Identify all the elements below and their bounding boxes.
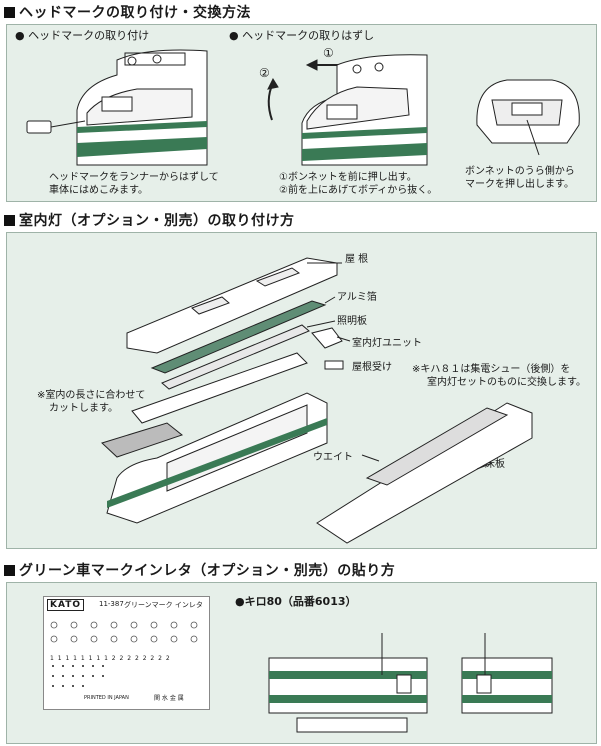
section-title: ヘッドマークの取り付け・交換方法 [19, 5, 251, 21]
interior-light-panel: 屋 根 アルミ箔 照明板 室内灯ユニット 屋根受け ※室内の長さに合わせて カッ… [6, 232, 597, 549]
caption-bonnet-line2: マークを押し出します。 [465, 179, 574, 190]
train-front-remove-illustration [301, 54, 428, 166]
heading-square-icon [4, 214, 15, 226]
headmark-part [26, 120, 86, 134]
label-roof-catch: 屋根受け [352, 362, 392, 373]
section-title: 室内灯（オプション・別売）の取り付け方 [19, 213, 295, 229]
interior-light-exploded-diagram [101, 257, 533, 544]
roof-catch-part [324, 360, 344, 370]
note-cut-line1: ※室内の長さに合わせて [37, 390, 146, 401]
decal-printed-in-japan: PRINTED IN JAPAN [84, 695, 129, 701]
heading-square-icon [4, 564, 15, 576]
caption-bonnet-line1: ボンネットのうら側から [465, 166, 575, 177]
remove-arrows [267, 59, 352, 121]
caption-attach-line1: ヘッドマークをランナーからはずして [49, 172, 219, 183]
subheading-remove: ● ヘッドマークの取りはずし [229, 29, 375, 42]
bonnet-underside-illustration [476, 79, 580, 156]
green-car-side-illustrations [268, 633, 553, 733]
aluminium-foil-part [150, 300, 327, 374]
train-front-attach-illustration [76, 49, 208, 166]
kato-logo: KATO [47, 599, 85, 611]
light-plate-part [161, 324, 310, 390]
decal-number-row: 1 1 1 1 1 1 1 1 2 2 2 2 2 2 2 2 [50, 655, 171, 662]
decal-maker: 関 水 金 属 [154, 695, 184, 702]
section-heading-headmark: ヘッドマークの取り付け・交換方法 [4, 2, 251, 22]
caption-remove-line1: ①ボンネットを前に押し出す。 [279, 172, 417, 183]
subheading-attach: ● ヘッドマークの取り付け [15, 29, 150, 42]
heading-square-icon [4, 6, 15, 18]
car-model-label: ●キロ80（品番6013） [235, 595, 357, 608]
note-kiha-line2: 室内灯セットのものに交換します。 [427, 377, 586, 388]
label-light-unit: 室内灯ユニット [352, 338, 422, 349]
note-kiha-line1: ※キハ８１は集電シュー（後側）を [412, 364, 571, 375]
roof-part [126, 257, 338, 354]
cut-plate-part [101, 422, 184, 458]
caption-attach-line2: 車体にはめこみます。 [49, 185, 148, 196]
label-foil: アルミ箔 [337, 292, 377, 303]
headmark-illustrations [26, 49, 580, 166]
note-cut-line2: カットします。 [49, 403, 118, 414]
label-light-plate: 照明板 [337, 316, 367, 327]
floor-part [316, 402, 533, 544]
label-floor: 床板 [485, 459, 505, 470]
caption-remove-line2: ②前を上にあげてボディから抜く。 [279, 185, 438, 196]
label-weight: ウエイト [313, 452, 353, 463]
decal-product-code: 11-387 [99, 600, 124, 608]
decal-title: グリーンマーク インレタ [124, 601, 203, 609]
section-heading-green-mark: グリーン車マークインレタ（オプション・別売）の貼り方 [4, 560, 395, 580]
light-unit-part [311, 327, 343, 349]
step-2-marker: ② [259, 66, 270, 80]
section-heading-interior-light: 室内灯（オプション・別売）の取り付け方 [4, 210, 295, 230]
section-title: グリーン車マークインレタ（オプション・別売）の貼り方 [19, 563, 396, 579]
label-roof: 屋 根 [345, 254, 369, 265]
green-mark-decal-sheet: KATO 11-387 グリーンマーク インレタ 1 1 1 1 1 1 1 1… [43, 596, 210, 710]
decal-mark-grid [50, 621, 198, 687]
step-1-marker: ① [323, 46, 334, 60]
headmark-panel: ● ヘッドマークの取り付け ● ヘッドマークの取りはずし ① ② ヘッドマークを… [6, 24, 597, 202]
